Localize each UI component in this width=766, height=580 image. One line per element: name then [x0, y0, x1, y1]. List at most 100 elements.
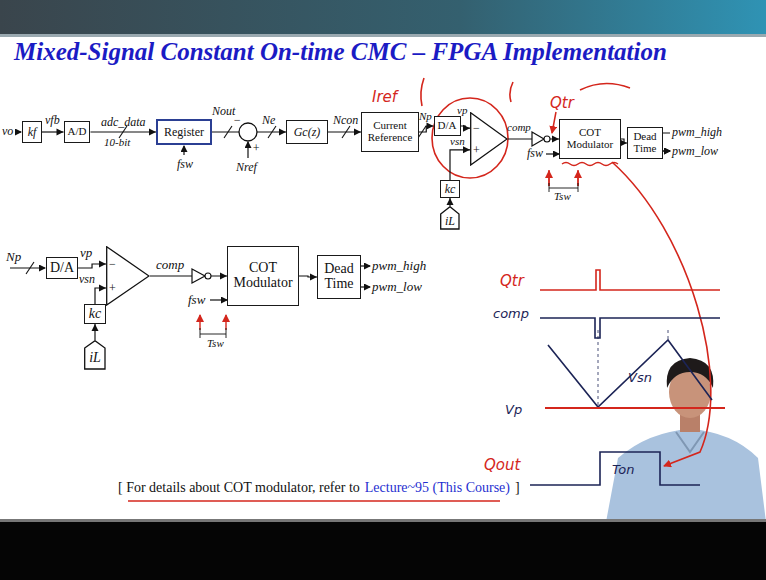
process-box: Gc(z) — [286, 120, 328, 144]
qtr-waveform — [540, 270, 720, 290]
caption-text: [ For details about COT modulator, refer… — [118, 480, 360, 496]
node-text: D/A — [50, 261, 74, 276]
process-box: kc — [84, 304, 106, 324]
arrowhead — [279, 129, 286, 136]
pentagon-symbol — [85, 341, 105, 369]
signal-name: vp — [457, 104, 467, 116]
arrowhead — [447, 198, 454, 205]
comparator-sign: − — [473, 121, 480, 135]
process-box: COT Modulator — [227, 246, 299, 306]
comparator-sign: + — [109, 281, 116, 295]
signal-name: vp — [80, 245, 92, 261]
node-text: Gc(z) — [294, 126, 321, 139]
inverter-bubble — [544, 136, 550, 142]
annotation-stroke — [510, 82, 513, 102]
signal-name: vsn — [79, 272, 95, 287]
node-text: iL — [89, 345, 101, 366]
signal-name: vsn — [450, 135, 465, 147]
process-box: Dead Time — [317, 255, 361, 299]
arrowhead — [620, 140, 627, 147]
process-box: A/D — [64, 121, 91, 143]
arrowhead — [427, 123, 434, 130]
signal-name: Tsw — [554, 190, 571, 202]
signal-name: Nref — [236, 160, 257, 175]
process-box: Register — [156, 119, 212, 145]
arrowhead — [92, 324, 99, 331]
signal-name: pwm_high — [672, 125, 722, 140]
comparator-sign: + — [473, 143, 480, 157]
output-arrow — [662, 150, 670, 151]
signal-name: fsw — [527, 146, 543, 161]
output-arrow — [360, 265, 370, 266]
arrowhead — [552, 136, 559, 143]
signal-name: Tsw — [207, 337, 224, 349]
inverter-symbol — [192, 269, 205, 283]
signal-name: vfb — [45, 113, 60, 128]
sensor-pentagon: iL — [84, 340, 106, 370]
clock-pulse — [225, 315, 226, 330]
signal-name: fsw — [188, 292, 205, 308]
shirt-collar — [676, 432, 704, 452]
arrowhead — [463, 125, 470, 132]
signal-name: Nout — [212, 104, 235, 119]
caption-text: ] — [515, 480, 520, 496]
signal-name: + — [252, 141, 260, 156]
signal-name: Ncon — [333, 113, 358, 128]
arrowhead — [149, 129, 156, 136]
time-marker — [598, 330, 668, 407]
qout-waveform — [530, 452, 700, 485]
inverter-bubble — [205, 273, 211, 279]
node-text: kf — [28, 126, 37, 139]
comparator-symbol — [107, 247, 149, 305]
process-box: Dead Time — [627, 127, 663, 159]
presenter-shirt — [606, 429, 766, 522]
bus-slash — [342, 126, 350, 138]
clock-pulse — [199, 315, 200, 330]
handwritten-note: Vsn — [628, 370, 652, 385]
signal-name: Ne — [262, 113, 275, 128]
pentagon-symbol — [441, 207, 459, 229]
connector — [450, 150, 470, 180]
edge-label: adc_data — [101, 116, 146, 130]
arrowhead — [463, 146, 470, 153]
process-box: D/A — [434, 116, 461, 136]
sensor-pentagon: iL — [440, 206, 460, 230]
presenter — [606, 358, 766, 522]
comparator-sign: − — [109, 257, 116, 271]
comparator-symbol — [471, 113, 507, 165]
signal-name: pwm_high — [372, 258, 426, 274]
caption-underline — [128, 500, 500, 502]
node-text: Dead Time — [630, 131, 660, 154]
handwritten-note: Qtr — [500, 272, 524, 290]
clock-arrow — [210, 299, 227, 300]
caption-text: Lecture~95 (This Course) — [365, 480, 510, 496]
caption-line: [ For details about COT modulator, refer… — [118, 480, 520, 496]
arrowhead — [57, 129, 64, 136]
annotation-stroke — [421, 78, 424, 106]
period-dimension — [200, 328, 226, 338]
clock-pulse — [549, 170, 578, 186]
summing-junction — [239, 123, 257, 141]
comp-waveform — [540, 318, 720, 338]
connector — [150, 275, 227, 276]
output-arrow — [662, 133, 670, 151]
process-box: D/A — [46, 257, 78, 279]
handwritten-note: Vp — [505, 402, 522, 417]
top-bar-line — [0, 34, 766, 37]
handwritten-note: comp — [493, 306, 529, 321]
signal-name: pwm_low — [672, 144, 718, 159]
shape-outline — [470, 112, 508, 166]
shape-outline — [106, 246, 150, 306]
annotation-underline — [562, 163, 618, 166]
signal-name: − — [233, 113, 241, 128]
bottom-bar — [0, 522, 766, 580]
process-box: Current Reference — [361, 112, 419, 152]
node-text: COT Modulator — [230, 261, 296, 290]
presenter-hair — [667, 358, 714, 388]
handwritten-note: Ton — [612, 462, 635, 477]
signal-name: comp — [156, 257, 184, 273]
top-bar — [0, 0, 766, 34]
handwritten-note: Qtr — [550, 94, 574, 112]
annotation-stroke — [580, 83, 630, 90]
